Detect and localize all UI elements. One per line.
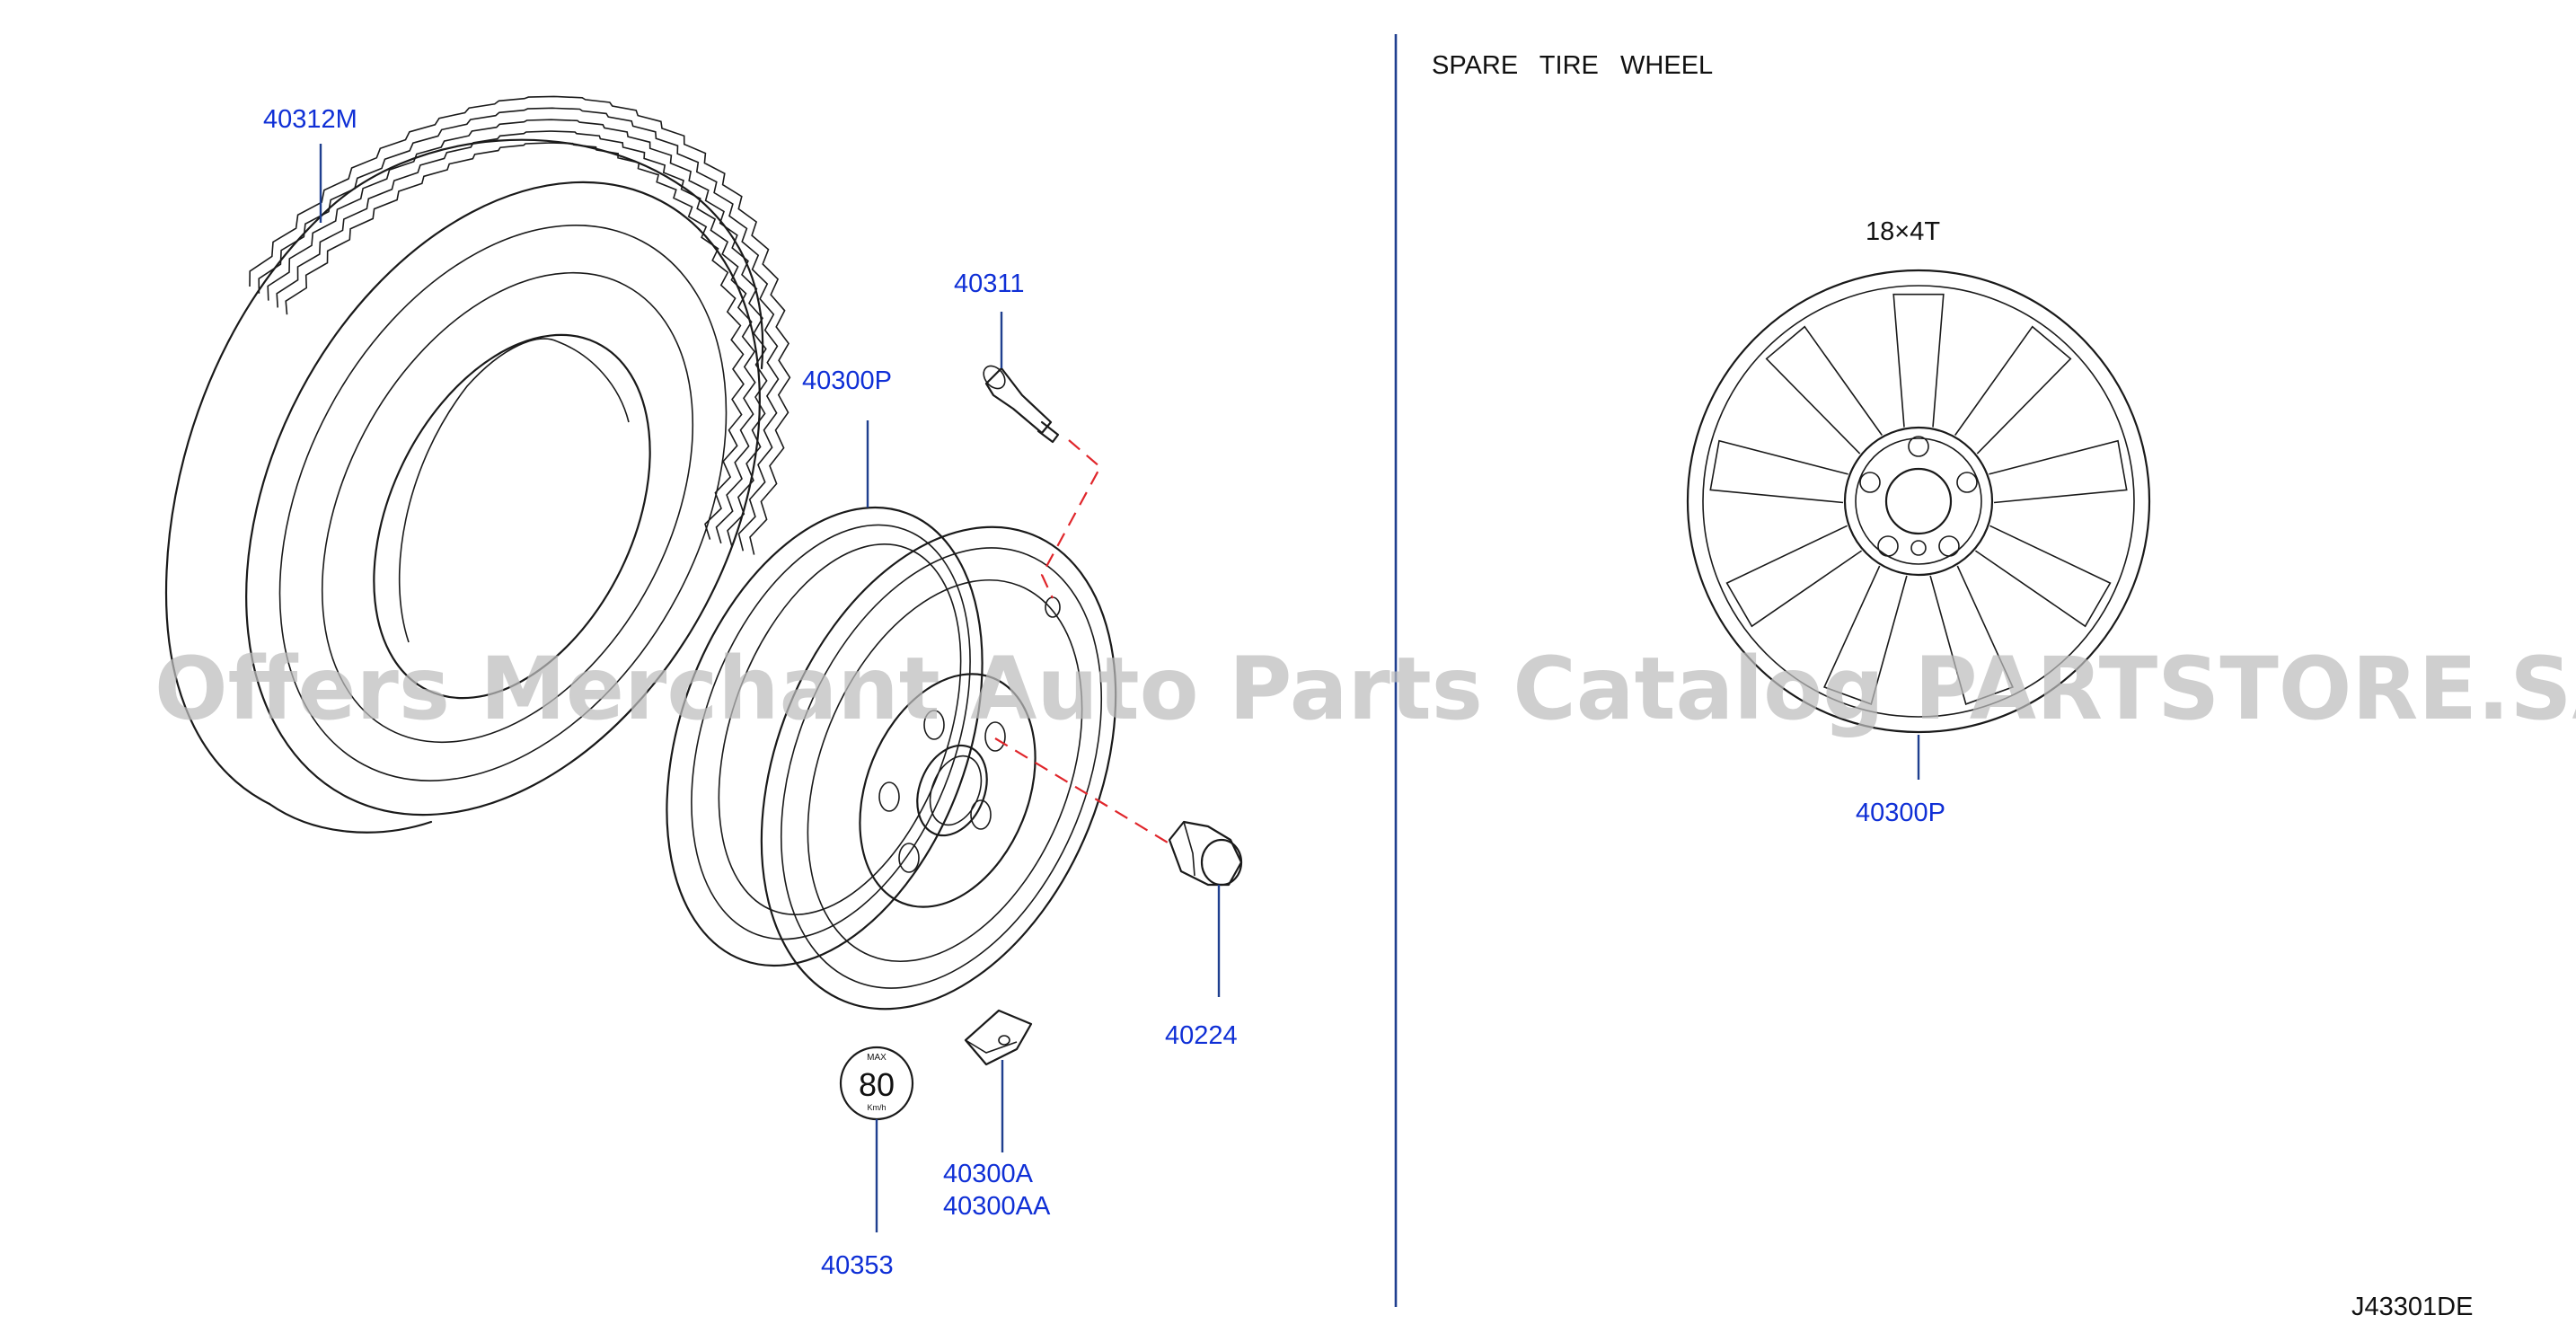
speed-limit-label[interactable]: MAX 80 Km/h [839, 1046, 914, 1121]
speed-label-max: MAX [867, 1053, 887, 1063]
callout-nut[interactable]: 40224 [1165, 1021, 1238, 1050]
speed-label-value: 80 [859, 1066, 895, 1103]
alloy-spoke [1823, 565, 1908, 705]
alloy-spoke [1974, 525, 2112, 628]
steel-wheel-drawing[interactable] [608, 463, 1183, 1062]
alloy-spoke [1989, 439, 2128, 504]
section-title: SPARE TIRE WHEEL [1432, 51, 1713, 80]
callout-label[interactable]: 40353 [821, 1251, 894, 1280]
callout-weight-aa[interactable]: 40300AA [943, 1192, 1051, 1221]
alloy-wheel-drawing[interactable] [1686, 269, 2151, 734]
tire-drawing[interactable] [143, 93, 863, 904]
speed-label-unit: Km/h [867, 1103, 886, 1112]
balance-weight-drawing[interactable] [964, 1009, 1033, 1066]
callout-wheel-right[interactable]: 40300P [1856, 799, 1945, 827]
callout-tire[interactable]: 40312M [263, 105, 357, 134]
callout-valve[interactable]: 40311 [954, 269, 1025, 298]
alloy-spoke [1954, 325, 2072, 455]
callout-weight-a[interactable]: 40300A [943, 1160, 1034, 1188]
watermark-text: Offers Merchant Auto Parts Catalog PARTS… [154, 639, 2576, 739]
alloy-spoke [1709, 439, 1848, 504]
callout-wheel-left[interactable]: 40300P [802, 366, 892, 395]
alloy-spoke [1929, 565, 2014, 705]
wheel-size-label: 18×4T [1866, 217, 1940, 246]
valve-drawing[interactable] [979, 362, 1060, 444]
alloy-spoke [1765, 325, 1883, 455]
lug-nut-drawing[interactable] [1168, 820, 1243, 887]
alloy-spoke [1725, 525, 1863, 628]
diagram-code: J43301DE [2351, 1293, 2473, 1321]
alloy-spoke [1892, 293, 1945, 428]
